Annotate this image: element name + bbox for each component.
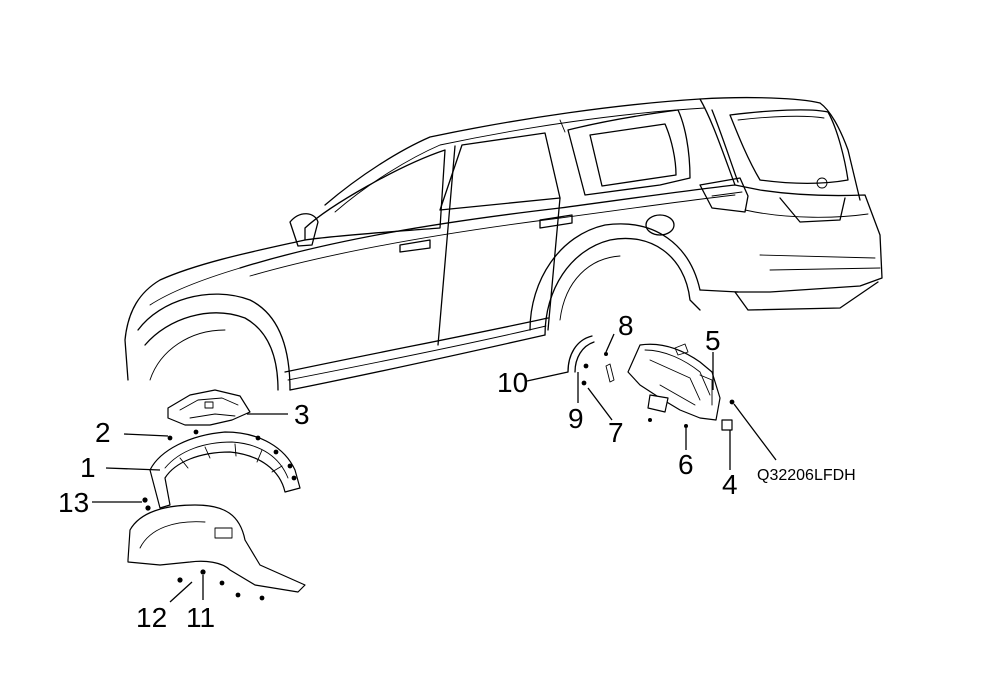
- front-fasteners: [142, 429, 297, 601]
- leader-lines: [92, 333, 777, 603]
- callout-10: 10: [497, 367, 528, 398]
- callout-7: 7: [608, 417, 624, 448]
- front-fender: [127, 504, 306, 593]
- callout-9: 9: [568, 403, 584, 434]
- callout-13: 13: [58, 487, 89, 518]
- callout-3: 3: [294, 399, 310, 430]
- front-splash-shield: [167, 389, 251, 426]
- rear-arch-moulding: [567, 335, 615, 383]
- front-wheelhouse-liner: [149, 431, 301, 509]
- callout-4: 4: [722, 469, 738, 500]
- callout-8: 8: [618, 310, 634, 341]
- diagram-code: Q32206LFDH: [757, 467, 856, 484]
- callout-12: 12: [136, 602, 167, 633]
- callout-5: 5: [705, 325, 721, 356]
- callout-6: 6: [678, 449, 694, 480]
- rear-wheelhouse-liner: [627, 343, 721, 421]
- callout-2: 2: [95, 417, 111, 448]
- vehicle-outline: [124, 96, 883, 391]
- rear-fasteners: [581, 352, 735, 431]
- callout-11: 11: [186, 602, 215, 633]
- callout-1: 1: [80, 452, 96, 483]
